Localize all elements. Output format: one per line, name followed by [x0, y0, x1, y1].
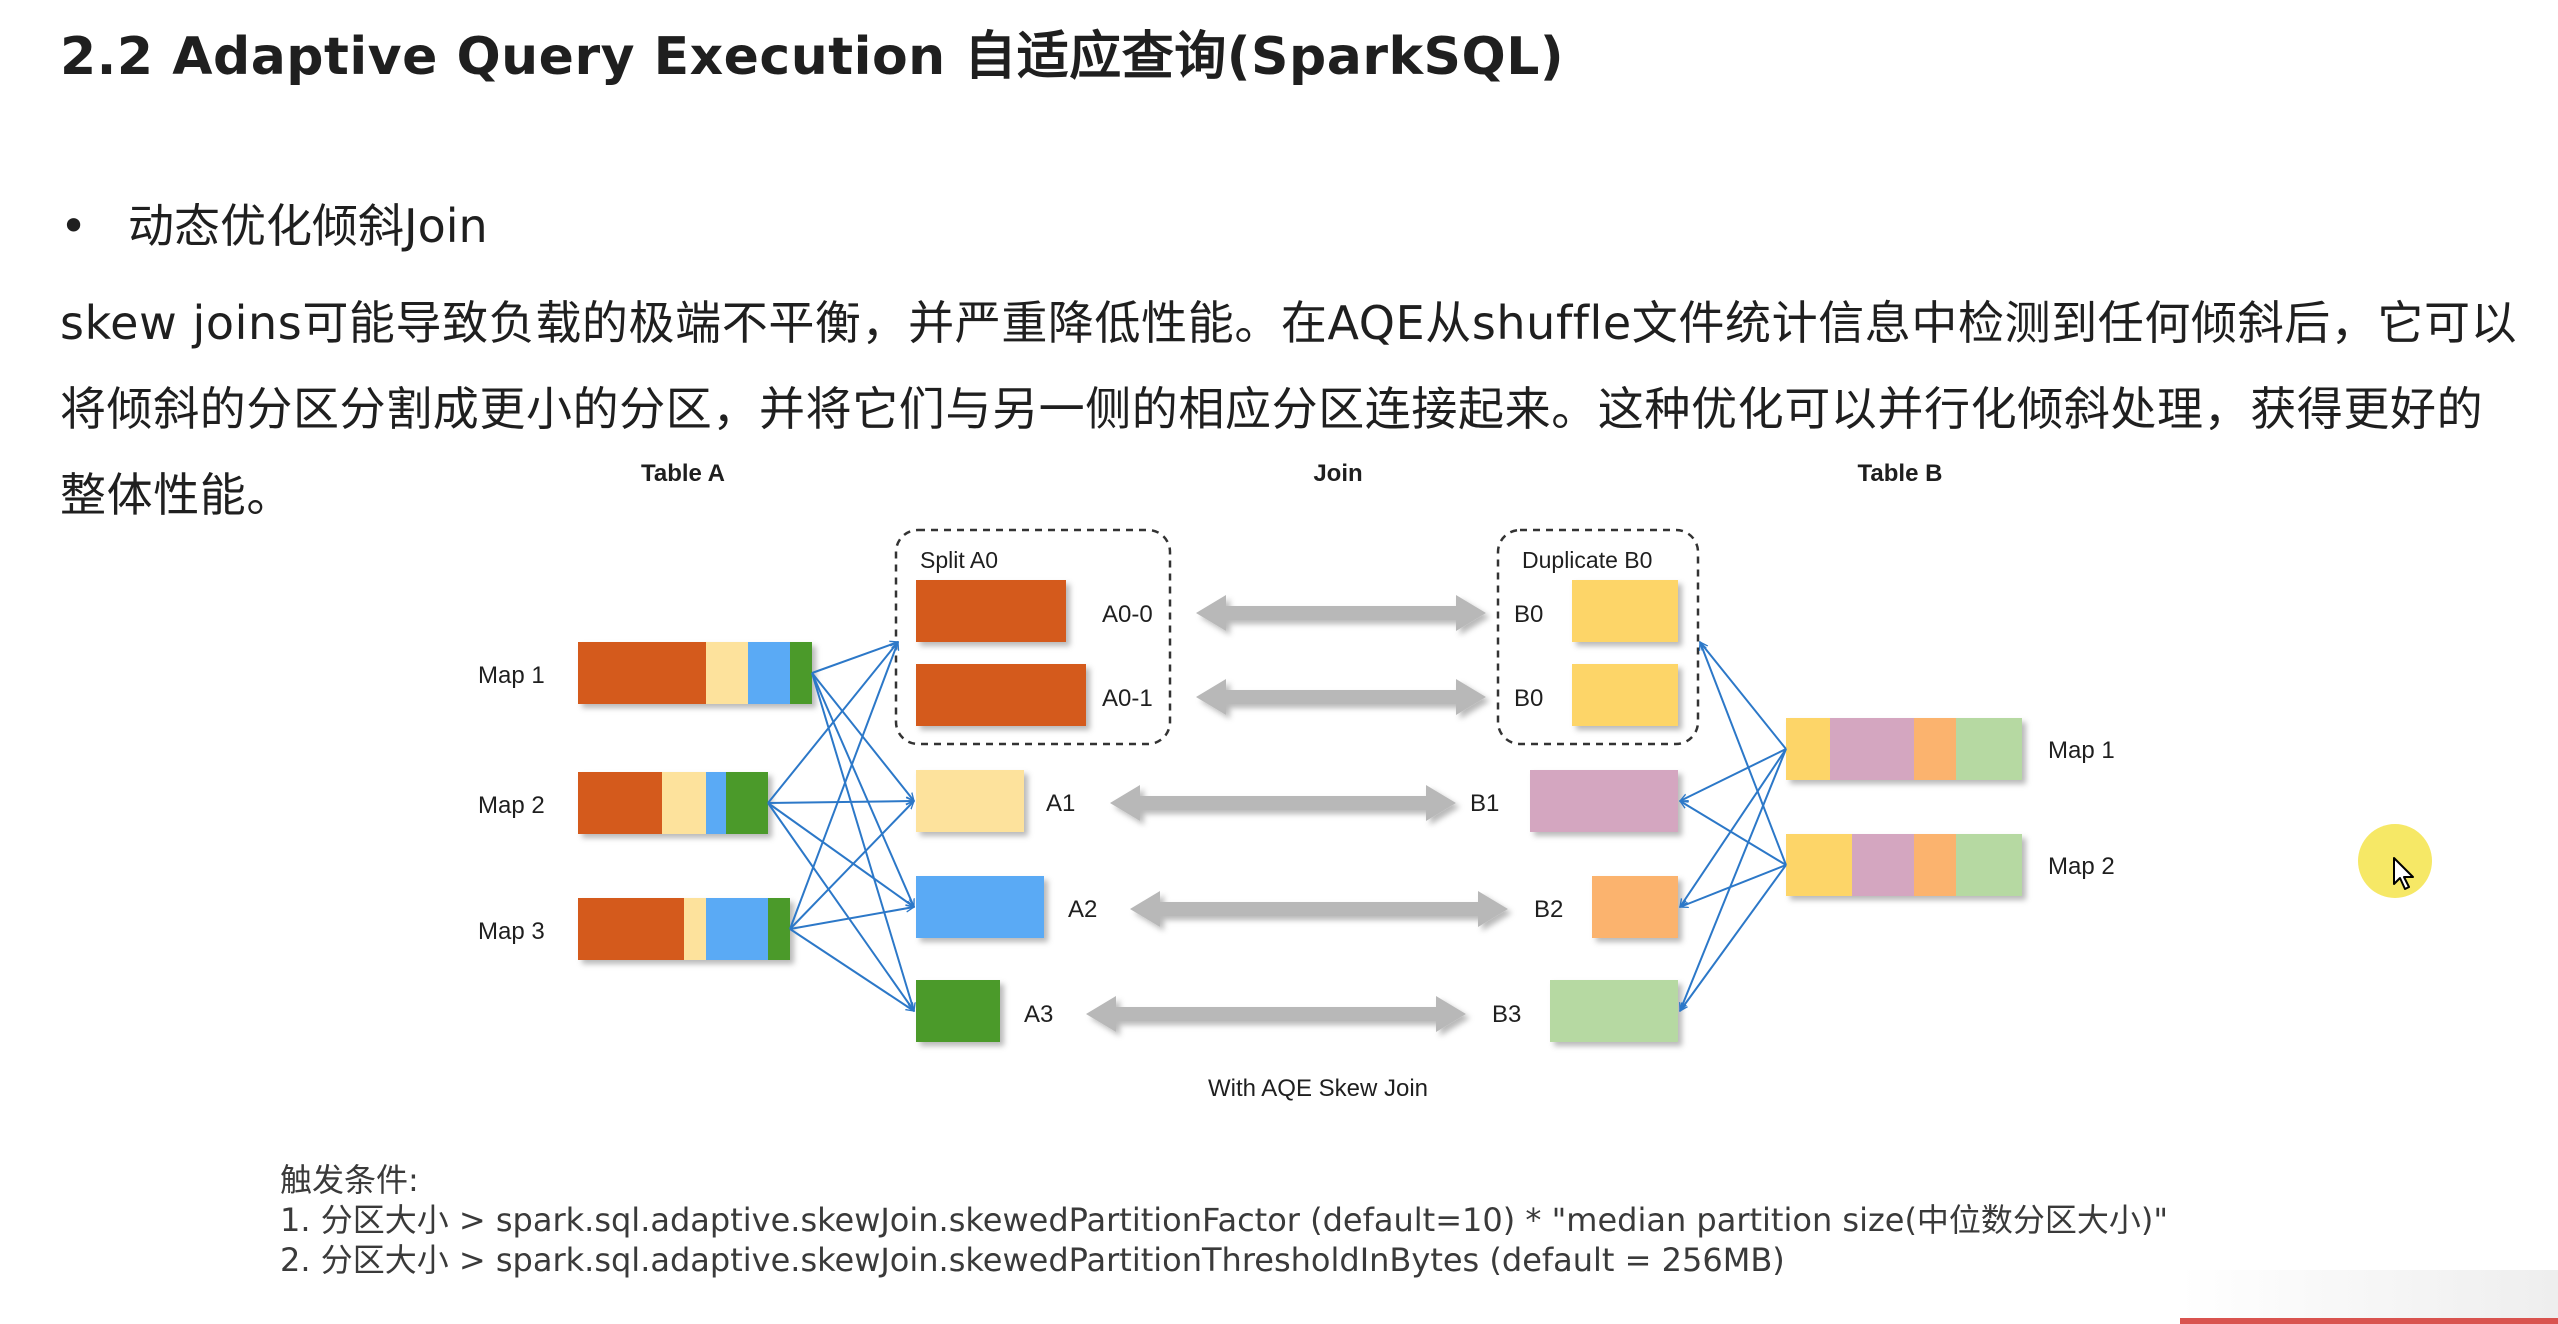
map-b-label-2: Map 2: [2048, 853, 2115, 880]
partition-a-label-2: A1: [1046, 790, 1075, 817]
map-b2-seg-b2: [1914, 834, 1956, 896]
map-b2-seg-b1: [1852, 834, 1914, 896]
shuffle-line: [811, 672, 915, 907]
map-a2-seg-a2: [706, 772, 726, 834]
table-b-map-2: [1786, 834, 2022, 896]
partition-b-label-4: B3: [1492, 1001, 1521, 1028]
header-join: Join: [1313, 460, 1362, 487]
map-b-label-1: Map 1: [2048, 737, 2115, 764]
map-a2-seg-a3: [726, 772, 768, 834]
partition-a0-1: [916, 664, 1086, 726]
map-b1-seg-b0: [1786, 718, 1830, 780]
shuffle-line: [789, 642, 898, 930]
map-b1-seg-b2: [1914, 718, 1956, 780]
table-a-map-3: [578, 898, 790, 960]
map-a3-seg-a3: [768, 898, 790, 960]
map-b2-seg-b3: [1956, 834, 2022, 896]
map-a1-seg-a1: [706, 642, 748, 704]
mouse-cursor-icon: [2393, 857, 2414, 890]
map-a-label-1: Map 1: [478, 662, 545, 689]
map-a3-seg-a0: [578, 898, 684, 960]
slide-title: 2.2 Adaptive Query Execution 自适应查询(Spark…: [60, 27, 1565, 87]
partition-b0-dup-2: [1572, 664, 1678, 726]
bullet-item: • 动态优化倾斜Join: [60, 190, 488, 256]
partition-a-label-1: A0-1: [1102, 685, 1153, 712]
map-a2-seg-a1: [662, 772, 706, 834]
map-a2-seg-a0: [578, 772, 662, 834]
shuffle-lines-b: [1680, 642, 1787, 1011]
partition-a-label-0: A0-0: [1102, 601, 1153, 628]
bullet-dot-icon: •: [60, 199, 88, 253]
map-b1-seg-b3: [1956, 718, 2022, 780]
conditions-heading: 触发条件:: [280, 1161, 419, 1199]
map-a1-seg-a3: [790, 642, 812, 704]
partition-b1: [1530, 770, 1678, 832]
join-arrow-a1: [1110, 785, 1456, 821]
join-arrow-a0-0: [1196, 595, 1486, 631]
edge-artifact: [2180, 1270, 2558, 1324]
partition-a3: [916, 980, 1000, 1042]
table-a-map-1: [578, 642, 812, 704]
duplicate-group-box: [1496, 528, 1700, 746]
map-a1-seg-a0: [578, 642, 706, 704]
shuffle-line: [811, 672, 914, 1011]
join-arrow-a3: [1086, 996, 1466, 1032]
partition-a2: [916, 876, 1044, 938]
shuffle-line: [1700, 642, 1787, 750]
condition-2: 2. 分区大小 > spark.sql.adaptive.skewJoin.sk…: [280, 1241, 1785, 1279]
shuffle-line: [1680, 748, 1787, 1011]
join-arrows: [1086, 595, 1508, 1032]
partition-b-label-1: B0: [1514, 685, 1543, 712]
shuffle-line: [1680, 748, 1787, 907]
partition-a0-0: [916, 580, 1066, 642]
header-table-b: Table B: [1858, 460, 1943, 487]
header-table-a: Table A: [641, 460, 725, 487]
table-a-map-2: [578, 772, 768, 834]
map-a-label-3: Map 3: [478, 918, 545, 945]
partition-a-label-4: A3: [1024, 1001, 1053, 1028]
duplicate-label: Duplicate B0: [1522, 547, 1652, 573]
skew-join-diagram: Table A Join Table B Split A0 Duplicate …: [478, 460, 2115, 1102]
map-a3-seg-a1: [684, 898, 706, 960]
partition-b2: [1592, 876, 1678, 938]
join-arrow-a2: [1130, 891, 1508, 927]
map-a3-seg-a2: [706, 898, 768, 960]
shuffle-line: [789, 928, 914, 1011]
trigger-conditions: 触发条件: 1. 分区大小 > spark.sql.adaptive.skewJ…: [280, 1160, 2168, 1280]
partition-a1: [916, 770, 1024, 832]
shuffle-line: [1680, 864, 1787, 1011]
shuffle-line: [1680, 864, 1787, 907]
map-b1-seg-b1: [1830, 718, 1914, 780]
shuffle-line: [767, 801, 914, 803]
description-paragraph: skew joins可能导致负载的极端不平衡，并严重降低性能。在AQE从shuf…: [60, 296, 2518, 522]
diagram-caption: With AQE Skew Join: [1208, 1075, 1428, 1102]
edge-red-bar: [2180, 1318, 2558, 1324]
shuffle-line: [789, 907, 914, 930]
join-arrow-a0-1: [1196, 679, 1486, 715]
shuffle-line: [1680, 748, 1787, 802]
partition-b0-dup-1: [1572, 580, 1678, 642]
partition-a-label-3: A2: [1068, 896, 1097, 923]
condition-1: 1. 分区大小 > spark.sql.adaptive.skewJoin.sk…: [280, 1201, 2169, 1239]
map-a-label-2: Map 2: [478, 792, 545, 819]
partition-b-label-2: B1: [1470, 790, 1499, 817]
shuffle-lines-a: [767, 642, 915, 1011]
partition-b3: [1550, 980, 1678, 1042]
shuffle-line: [767, 642, 898, 804]
shuffle-line: [1680, 801, 1787, 866]
partition-b-label-0: B0: [1514, 601, 1543, 628]
shuffle-line: [1700, 642, 1787, 866]
map-a1-seg-a2: [748, 642, 790, 704]
shuffle-line: [811, 642, 898, 674]
partition-b-label-3: B2: [1534, 896, 1563, 923]
shuffle-line: [789, 801, 914, 930]
bullet-text: 动态优化倾斜Join: [128, 199, 488, 253]
table-b-map-1: [1786, 718, 2022, 780]
split-label: Split A0: [920, 547, 998, 573]
shuffle-line: [767, 802, 914, 1011]
shuffle-line: [767, 802, 914, 907]
map-b2-seg-b0: [1786, 834, 1852, 896]
